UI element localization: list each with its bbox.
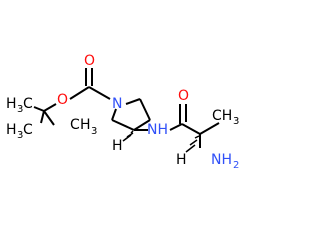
atom-n-ring: N [112, 96, 122, 112]
bond-cq-methyl-right [43, 110, 55, 126]
bond-ring-n-ch2-right [125, 98, 141, 105]
atom-h3c-left-sub: 3 [17, 104, 23, 115]
atom-nh2-sub: 2 [233, 160, 239, 171]
atom-ch3-right-chain-c: CH [212, 108, 232, 124]
atom-stereo-h-chain: H [176, 152, 187, 168]
bond-nh-amide-c [169, 123, 183, 131]
bond-carbonyl-n [88, 86, 111, 100]
bonds [33, 68, 220, 148]
bond-alpha-methyl [199, 122, 220, 135]
atom-h3c-bottom-c: C [23, 122, 33, 138]
atom-stereo-h-ring: H [112, 138, 123, 154]
bond-ring-ch-ch2 [111, 119, 135, 131]
atom-o-ester: O [57, 92, 68, 108]
bond-cq-methyl-bottom [40, 110, 45, 124]
atom-h3c-bottom-sub: 3 [17, 130, 23, 141]
molecule-structure: O O N H 3 C C H 3 H 3 C H NH O CH 3 H NH… [6, 53, 239, 171]
bond-oester-cq [43, 103, 57, 112]
stereo-hash-chain [185, 135, 200, 153]
atom-h3c-bottom-h: H [6, 122, 17, 138]
stereo-hash-ring [122, 130, 134, 142]
atom-o-amide: O [178, 88, 189, 104]
bond-ring-ch2-ch [133, 119, 151, 131]
bond-cq-methyl-left [33, 106, 45, 112]
atom-ch3-right-chain-sub: 3 [233, 116, 239, 127]
atom-labels: O O N H 3 C C H 3 H 3 C H NH O CH 3 H NH… [6, 53, 239, 171]
atom-o-carbonyl-top: O [84, 53, 95, 69]
atom-nh-amide: NH [147, 122, 168, 138]
atom-ch3-right-sub: 3 [91, 126, 97, 137]
atom-h3c-left-h: H [6, 96, 17, 112]
bond-ring-ch2-ch2 [139, 98, 151, 121]
atom-ch3-right-h: H [80, 117, 91, 133]
bond-ring-ch2-n [111, 108, 117, 121]
atom-nh2-n: NH [211, 152, 232, 168]
atom-h3c-left-c: C [23, 96, 33, 112]
bond-carbonyl-oester [69, 86, 90, 100]
bond-amide-c-alpha [181, 123, 201, 135]
atom-ch3-right-c: C [70, 117, 80, 133]
